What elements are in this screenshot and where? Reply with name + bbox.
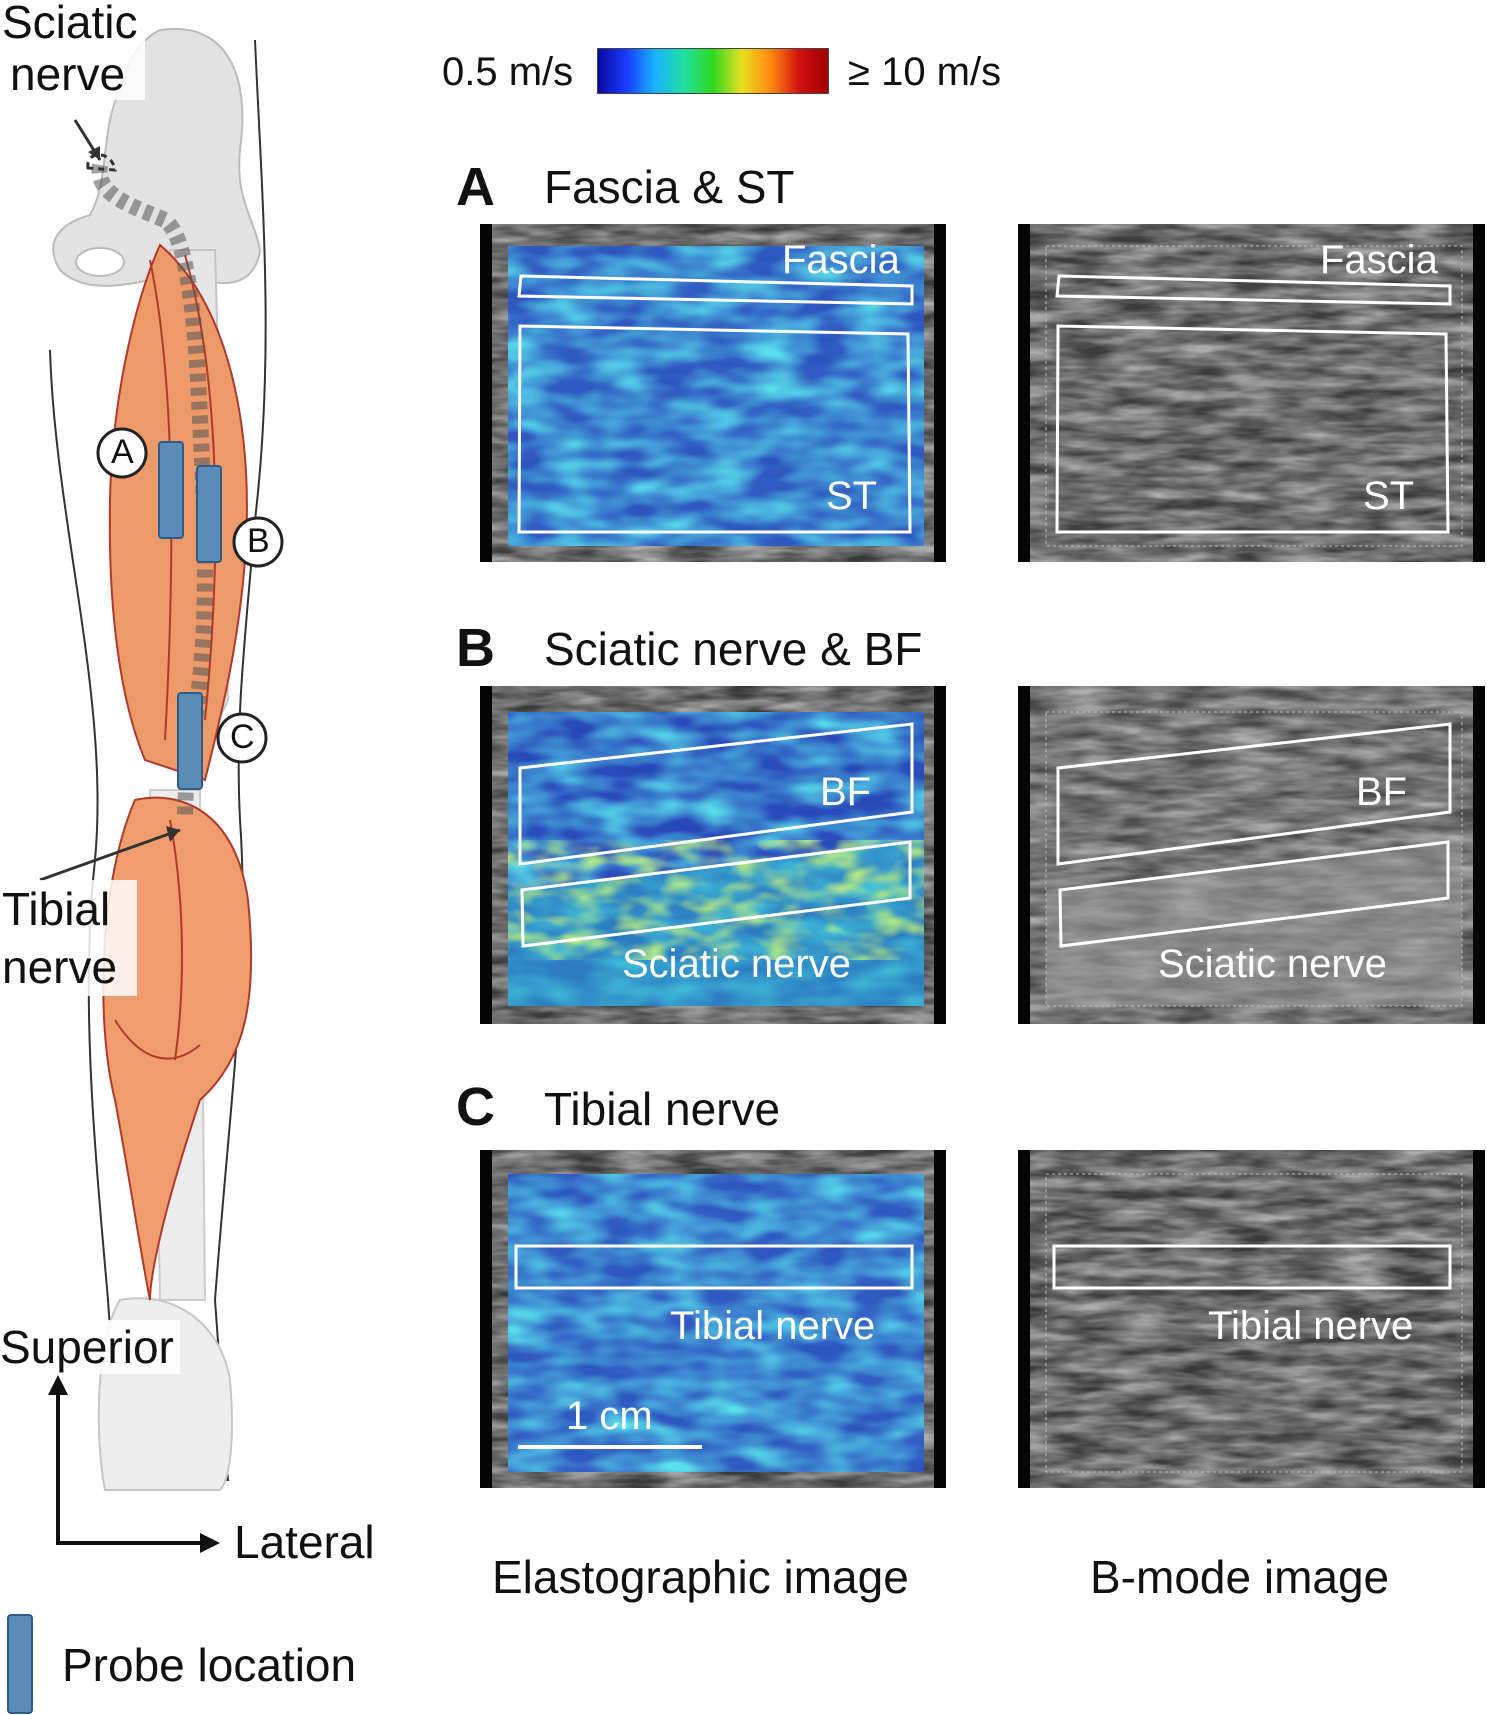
leg-illustration <box>7 27 284 1714</box>
panel-c-letter: C <box>456 1077 495 1137</box>
panel-a-letter: A <box>456 157 495 217</box>
panel-a-elasto-fascia-label: Fascia <box>782 238 900 282</box>
probe-legend-icon <box>7 1614 33 1714</box>
panel-c-bmode-image <box>1018 1150 1485 1488</box>
caption-bmode: B-mode image <box>1090 1551 1390 1603</box>
panel-b-bmode-sciatic-label: Sciatic nerve <box>1158 942 1387 986</box>
panel-a-title: Fascia & ST <box>544 161 795 213</box>
panel-c-bmode-tibial-label: Tibial nerve <box>1208 1304 1414 1348</box>
panel-a-elastographic-image <box>480 224 946 562</box>
probe-a-icon <box>158 441 184 539</box>
panel-c-elasto-tibial-label: Tibial nerve <box>670 1304 876 1348</box>
colorbar-min-label: 0.5 m/s <box>442 50 574 94</box>
arrow-up-icon <box>48 1375 68 1395</box>
panel-b-elastographic-image <box>480 686 946 1024</box>
panel-a-elasto-st-label: ST <box>826 474 878 518</box>
panel-b-bmode-image <box>1018 686 1485 1024</box>
panel-b-elasto-sciatic-label: Sciatic nerve <box>622 942 851 986</box>
probe-b-icon <box>196 465 222 563</box>
probe-location-label: Probe location <box>62 1639 357 1691</box>
superior-label: Superior <box>0 1320 180 1374</box>
scale-bar-label: 1 cm <box>566 1394 653 1438</box>
panel-c-title: Tibial nerve <box>544 1083 781 1135</box>
probe-marker-a: A <box>111 433 134 471</box>
lateral-label: Lateral <box>234 1516 375 1568</box>
sciatic-nerve-label: Sciatic nerve <box>2 0 146 100</box>
panel-b-elasto-bf-label: BF <box>820 770 872 814</box>
probe-marker-c: C <box>230 718 255 756</box>
arrow-right-icon <box>200 1533 220 1553</box>
tibial-nerve-label: Tibial nerve <box>2 880 138 996</box>
panel-b-letter: B <box>456 618 495 678</box>
panel-a-bmode-st-label: ST <box>1363 474 1415 518</box>
panel-b-bmode-bf-label: BF <box>1356 770 1408 814</box>
probe-c-icon <box>177 692 203 790</box>
probe-marker-b: B <box>247 522 270 560</box>
panel-c-elastographic-image <box>480 1150 946 1488</box>
colorbar-max-label: ≥ 10 m/s <box>848 50 1002 94</box>
caption-elastographic: Elastographic image <box>492 1551 909 1603</box>
panel-a-bmode-fascia-label: Fascia <box>1320 238 1438 282</box>
colorbar <box>597 48 829 94</box>
panel-b-title: Sciatic nerve & BF <box>544 623 923 675</box>
panel-a-bmode-image <box>1018 224 1485 562</box>
